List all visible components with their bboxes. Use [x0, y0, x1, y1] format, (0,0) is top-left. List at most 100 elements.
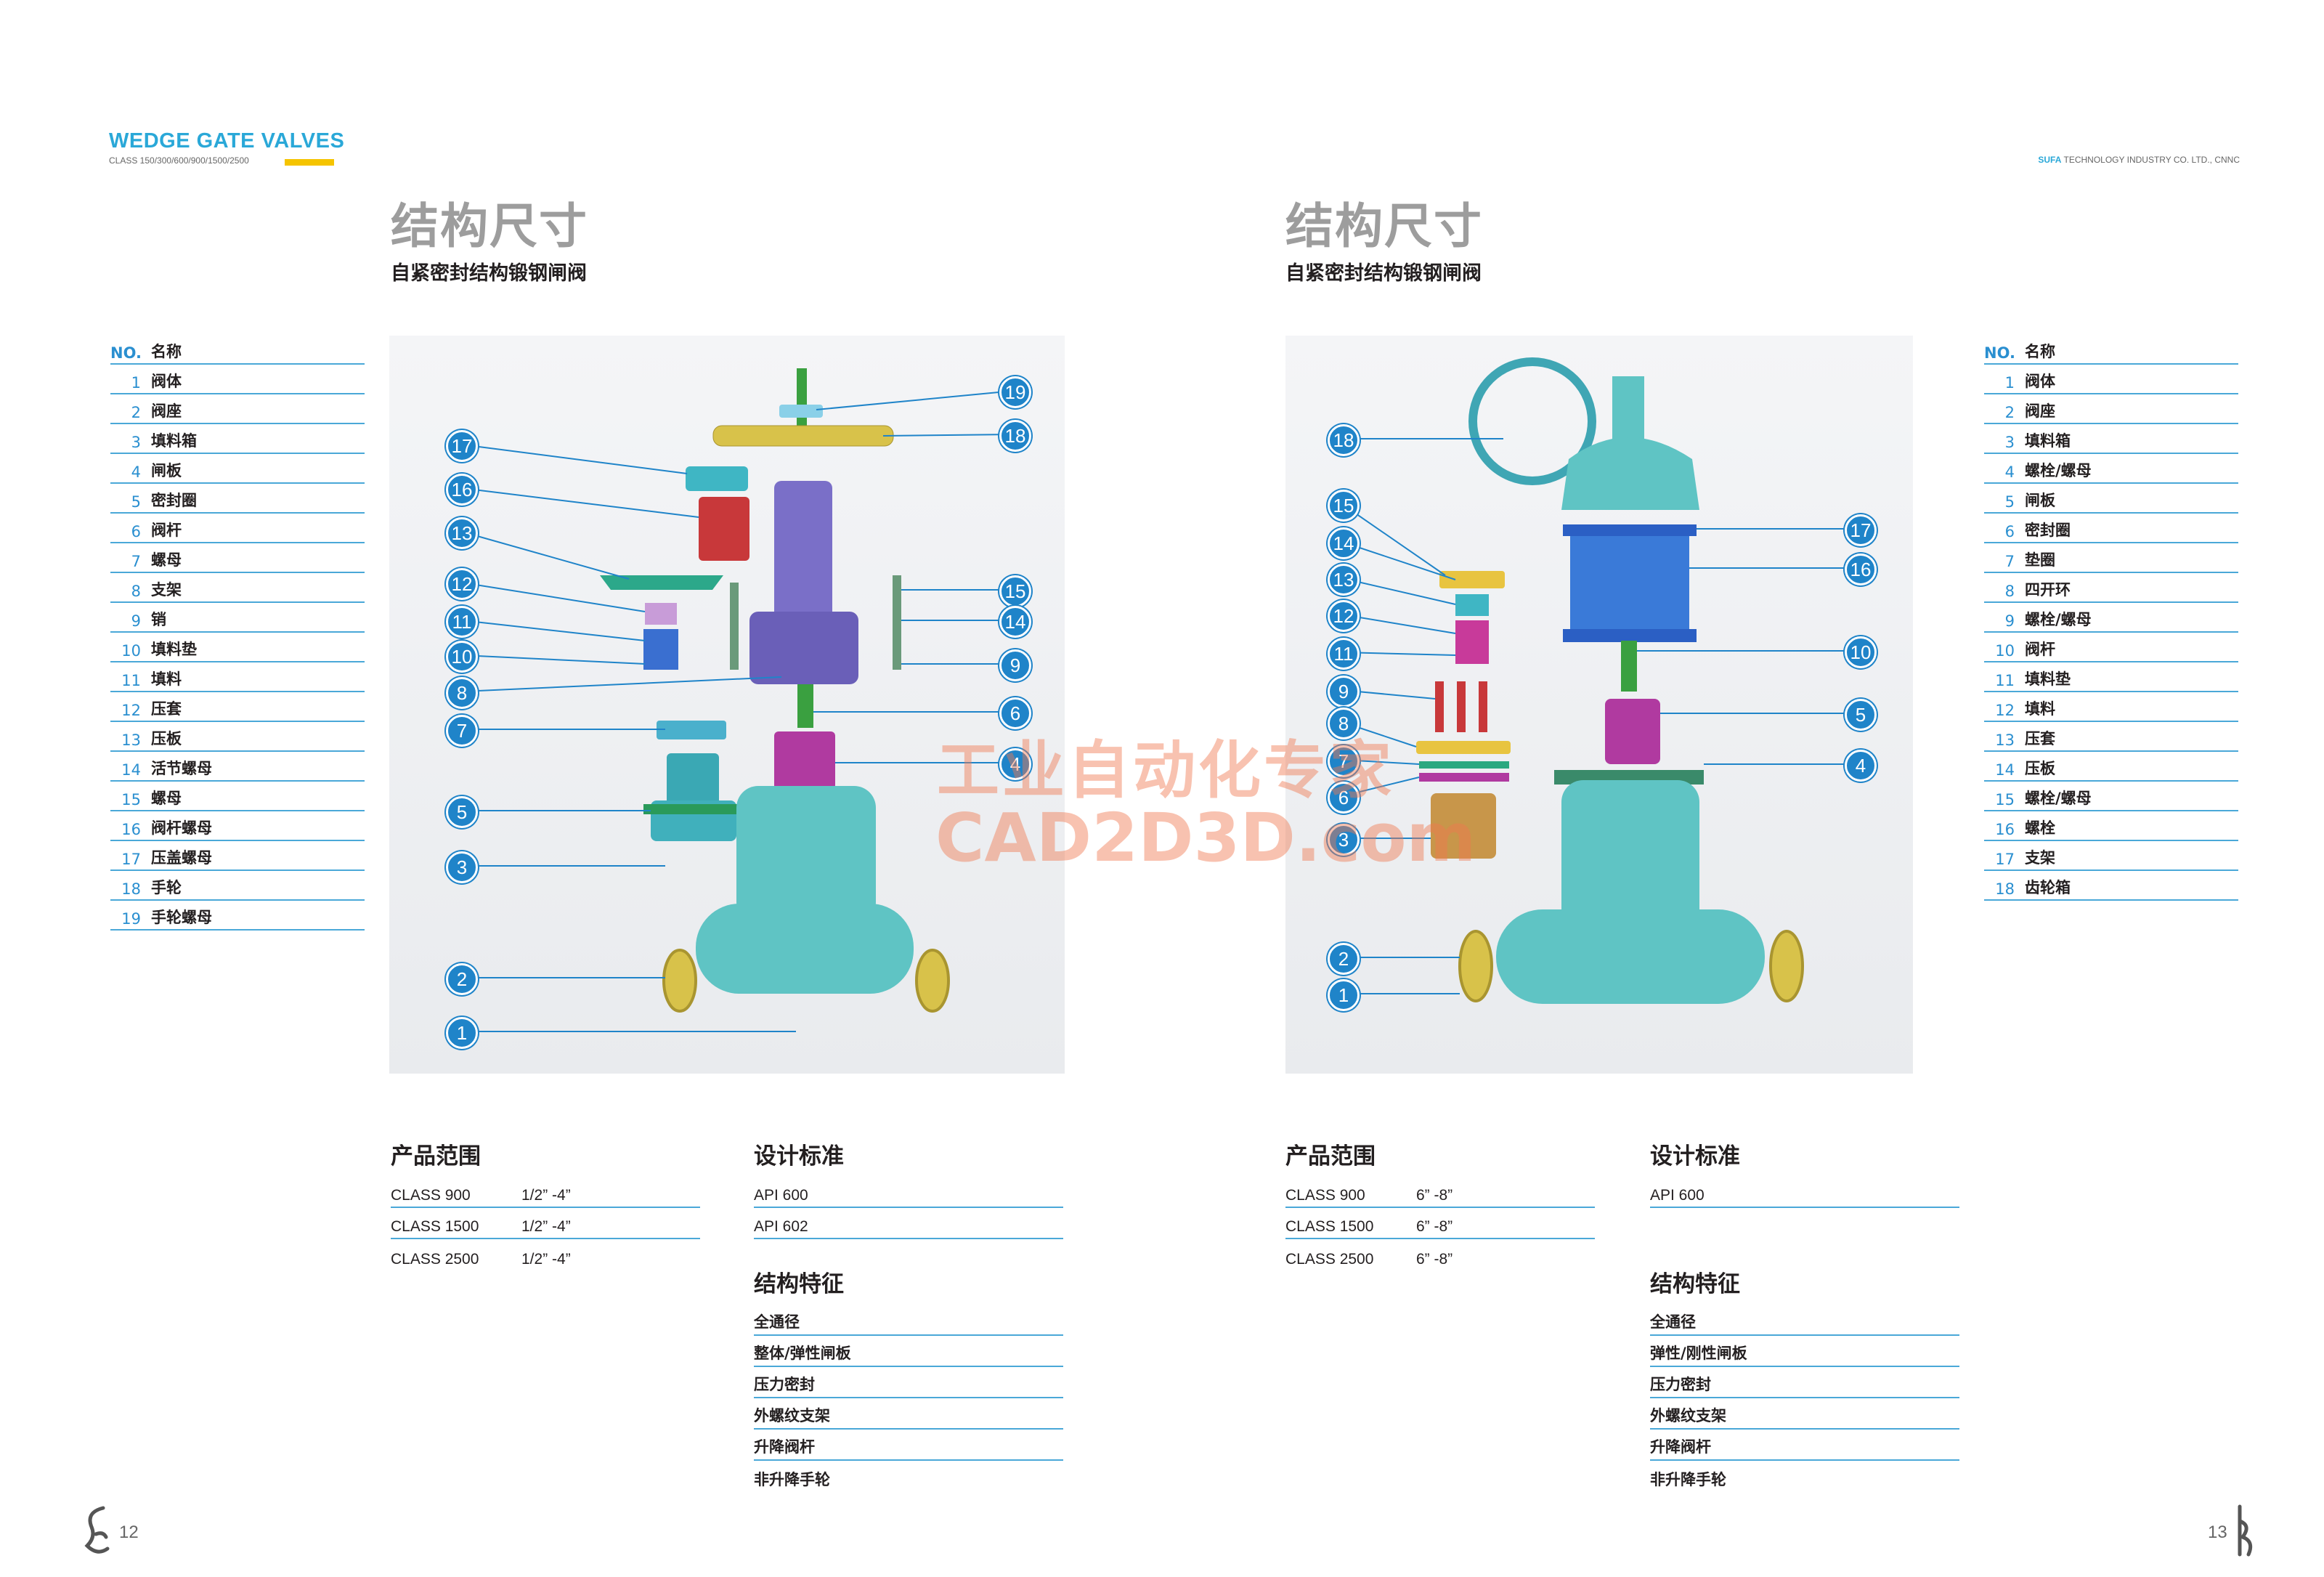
left-badge-2: 2 — [446, 963, 478, 995]
left-badge-3: 3 — [446, 851, 478, 883]
part-number: 8 — [131, 583, 141, 600]
parts-list-row: 2 阀座 — [1984, 394, 2238, 424]
feature-item: 外螺纹支架 — [1650, 1398, 1959, 1430]
left-leader-16 — [461, 487, 699, 518]
left-packing — [643, 629, 678, 670]
part-name: 阀体 — [2025, 373, 2055, 390]
part-number: 2 — [2004, 404, 2015, 421]
part-number: 3 — [131, 434, 141, 451]
feature-item: 压力密封 — [754, 1367, 1063, 1398]
company-name: SUFA TECHNOLOGY INDUSTRY CO. LTD., CNNC — [2038, 155, 2240, 165]
part-name: 支架 — [2025, 849, 2055, 867]
right-seat-left — [1458, 930, 1493, 1002]
left-stem — [797, 684, 813, 728]
left-eye-bolt-right — [893, 575, 901, 670]
part-number: 4 — [131, 463, 141, 481]
feature-item: 外螺纹支架 — [754, 1398, 1063, 1430]
left-leader-17 — [461, 444, 688, 474]
left-badge-8: 8 — [446, 677, 478, 709]
range-class: CLASS 2500 — [391, 1251, 479, 1268]
parts-list-row: 3 填料箱 — [110, 424, 365, 454]
right-feat-title: 结构特征 — [1650, 1271, 1740, 1297]
brand-accent-bar — [285, 159, 334, 166]
part-name: 密封圈 — [151, 492, 197, 509]
parts-header-name: 名称 — [151, 343, 182, 360]
left-leader-11 — [461, 620, 646, 641]
part-number: 2 — [131, 404, 141, 421]
left-badge-12: 12 — [446, 568, 478, 600]
feature-item: 全通径 — [1650, 1305, 1959, 1336]
right-yoke — [1570, 536, 1689, 631]
company-name-rest: TECHNOLOGY INDUSTRY CO. LTD., CNNC — [2061, 155, 2240, 165]
part-number: 5 — [131, 493, 141, 511]
left-range-title: 产品范围 — [391, 1143, 481, 1169]
part-name: 填料 — [2025, 700, 2055, 718]
left-badge-17: 17 — [446, 430, 478, 462]
left-leader-12 — [461, 582, 646, 612]
part-number: 7 — [131, 553, 141, 570]
part-number: 15 — [121, 791, 141, 808]
part-number: 16 — [1995, 821, 2015, 838]
left-leader-13 — [461, 531, 630, 580]
parts-list-header: NO. 名称 — [1984, 333, 2238, 365]
part-number: 14 — [1995, 761, 2015, 779]
part-number: 16 — [121, 821, 141, 838]
part-number: 10 — [121, 642, 141, 660]
part-name: 螺母 — [151, 551, 182, 569]
right-std-title: 设计标准 — [1650, 1143, 1740, 1169]
part-name: 密封圈 — [2025, 522, 2071, 539]
left-wedge — [774, 731, 835, 790]
right-wedge — [1605, 699, 1660, 764]
part-name: 压套 — [151, 700, 182, 718]
left-handwheel — [712, 425, 894, 447]
part-name: 压盖螺母 — [151, 849, 212, 867]
part-name: 阀座 — [2025, 402, 2055, 420]
left-gland-plate — [600, 575, 723, 590]
left-yoke-base — [749, 612, 858, 684]
watermark-line2: CAD2D3D.com — [935, 799, 1476, 877]
range-class: CLASS 900 — [1285, 1187, 1365, 1204]
part-number: 13 — [1995, 731, 2015, 749]
part-name: 填料箱 — [151, 432, 197, 450]
part-name: 活节螺母 — [151, 760, 212, 777]
right-gland-sleeve — [1455, 594, 1489, 616]
right-badge-9: 9 — [1328, 676, 1360, 708]
feature-item: 全通径 — [754, 1305, 1063, 1336]
right-page-logo-icon — [2238, 1504, 2253, 1557]
left-valve-diagram: 17 16 13 12 11 10 8 7 5 3 2 1 19 18 15 1… — [389, 336, 1065, 1074]
left-valve-body — [736, 786, 876, 924]
part-name: 支架 — [151, 581, 182, 599]
left-badge-10: 10 — [446, 641, 478, 673]
part-number: 9 — [131, 612, 141, 630]
right-badge-18: 18 — [1328, 424, 1360, 456]
right-badge-12: 12 — [1328, 600, 1360, 632]
right-gland-plate — [1439, 571, 1505, 588]
left-badge-13: 13 — [446, 517, 478, 549]
part-name: 手轮 — [151, 879, 182, 896]
part-number: 11 — [1995, 672, 2015, 689]
right-packing — [1455, 620, 1489, 664]
range-class: CLASS 2500 — [1285, 1251, 1374, 1268]
part-name: 填料箱 — [2025, 432, 2071, 450]
right-badge-2: 2 — [1328, 943, 1360, 975]
part-number: 9 — [2004, 612, 2015, 630]
left-seat-right — [915, 949, 950, 1013]
right-badge-14: 14 — [1328, 527, 1360, 559]
left-badge-7: 7 — [446, 715, 478, 747]
left-leader-10 — [461, 654, 646, 665]
range-class: CLASS 900 — [391, 1187, 471, 1204]
right-badge-6: 6 — [1328, 782, 1360, 814]
feature-item: 升降阀杆 — [1650, 1430, 1959, 1461]
